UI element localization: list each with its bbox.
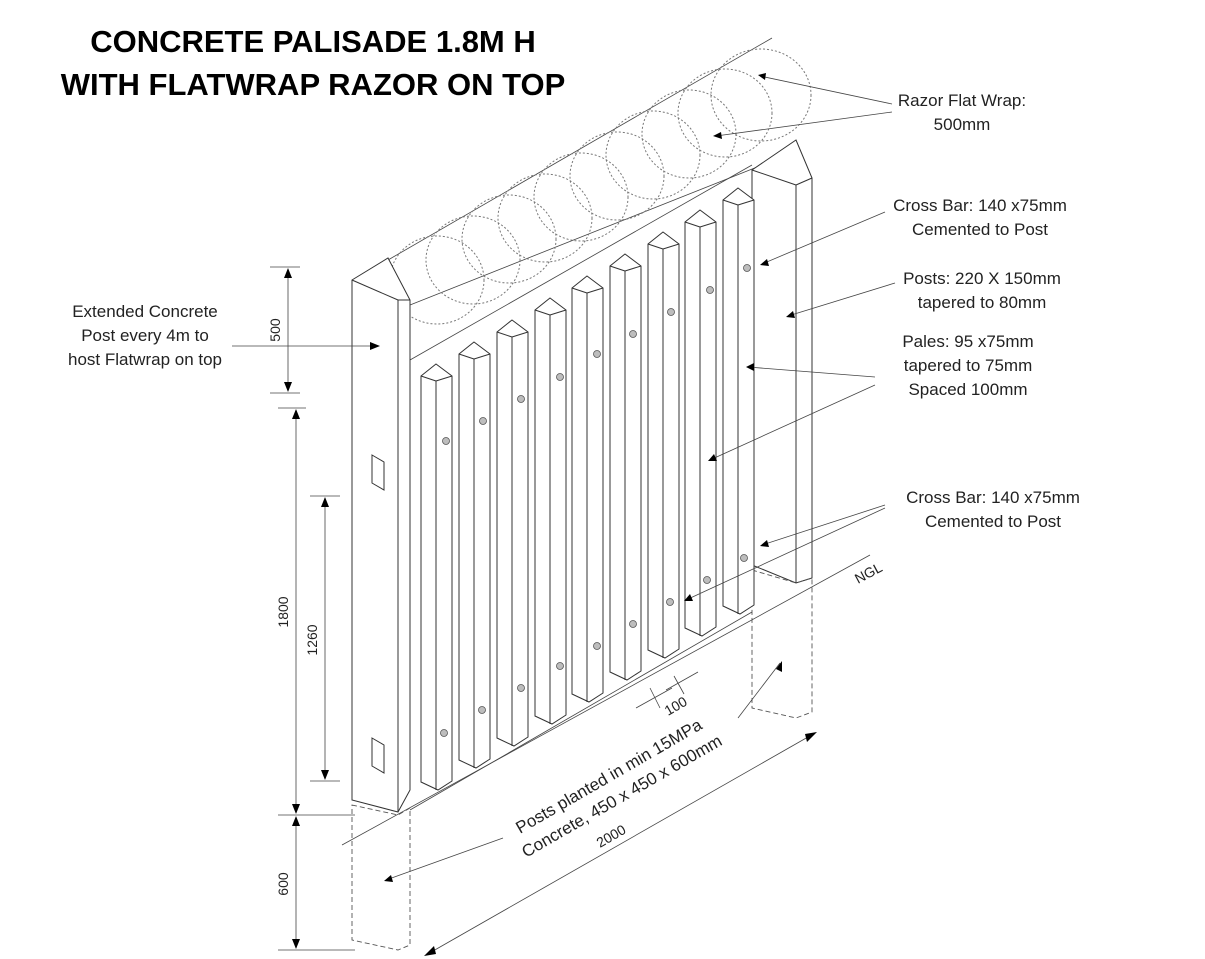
callout-crossbar-top-line-1: Cross Bar: 140 x75mm — [893, 196, 1067, 215]
pale-5 — [534, 297, 567, 725]
pale-8 — [647, 231, 680, 659]
dim-embedment: 600 — [275, 872, 291, 896]
callout-pales-line-1: Pales: 95 x75mm — [902, 332, 1033, 351]
callout-crossbar-top: Cross Bar: 140 x75mm Cemented to Post — [893, 196, 1067, 239]
callout-crossbar-top-line-2: Cemented to Post — [912, 220, 1048, 239]
leader-lines — [232, 73, 896, 882]
dim-extension: 500 — [267, 318, 283, 342]
callout-razor: Razor Flat Wrap: 500mm — [898, 91, 1026, 134]
callout-extended-post-line-2: Post every 4m to — [81, 326, 209, 345]
left-extended-post — [351, 257, 411, 951]
pale-2 — [420, 363, 453, 791]
right-post — [751, 139, 813, 719]
pale-3 — [458, 341, 491, 769]
callout-footing-line-2: Concrete, 450 x 450 x 600mm — [519, 731, 726, 861]
callout-posts-line-1: Posts: 220 X 150mm — [903, 269, 1061, 288]
pale-9 — [684, 209, 717, 637]
callout-extended-post-line-3: host Flatwrap on top — [68, 350, 222, 369]
ground-line — [341, 554, 871, 846]
callout-razor-line-2: 500mm — [934, 115, 991, 134]
pale-10 — [722, 187, 755, 615]
callout-pales-line-2: tapered to 75mm — [904, 356, 1033, 375]
dim-height: 1800 — [275, 596, 291, 627]
dim-pale-spacing: 100 — [662, 693, 690, 719]
ngl-label: NGL — [852, 559, 885, 587]
callout-crossbar-bottom-line-1: Cross Bar: 140 x75mm — [906, 488, 1080, 507]
pales — [420, 187, 755, 791]
dim-span: 2000 — [594, 821, 629, 851]
title-line-2: WITH FLATWRAP RAZOR ON TOP — [61, 67, 566, 102]
callout-posts-line-2: tapered to 80mm — [918, 293, 1047, 312]
pale-6 — [571, 275, 604, 703]
callout-crossbar-bottom-line-2: Cemented to Post — [925, 512, 1061, 531]
pale-4 — [496, 319, 529, 747]
callout-posts: Posts: 220 X 150mm tapered to 80mm — [903, 269, 1061, 312]
pale-7 — [609, 253, 642, 681]
callout-pales: Pales: 95 x75mm tapered to 75mm Spaced 1… — [902, 332, 1033, 399]
dim-crossbar-spacing: 1260 — [304, 624, 320, 655]
callout-razor-line-1: Razor Flat Wrap: — [898, 91, 1026, 110]
razor-wire-coils — [387, 37, 812, 325]
callout-extended-post-line-1: Extended Concrete — [72, 302, 218, 321]
callout-footing-line-1: Posts planted in min 15MPa — [513, 715, 706, 838]
callout-pales-line-3: Spaced 100mm — [908, 380, 1027, 399]
title-line-1: CONCRETE PALISADE 1.8M H — [90, 24, 536, 59]
dimensions-left: 500 1800 1260 600 — [267, 266, 355, 951]
callout-crossbar-bottom: Cross Bar: 140 x75mm Cemented to Post — [906, 488, 1080, 531]
callout-extended-post: Extended Concrete Post every 4m to host … — [68, 302, 222, 369]
rear-panel — [409, 164, 753, 811]
